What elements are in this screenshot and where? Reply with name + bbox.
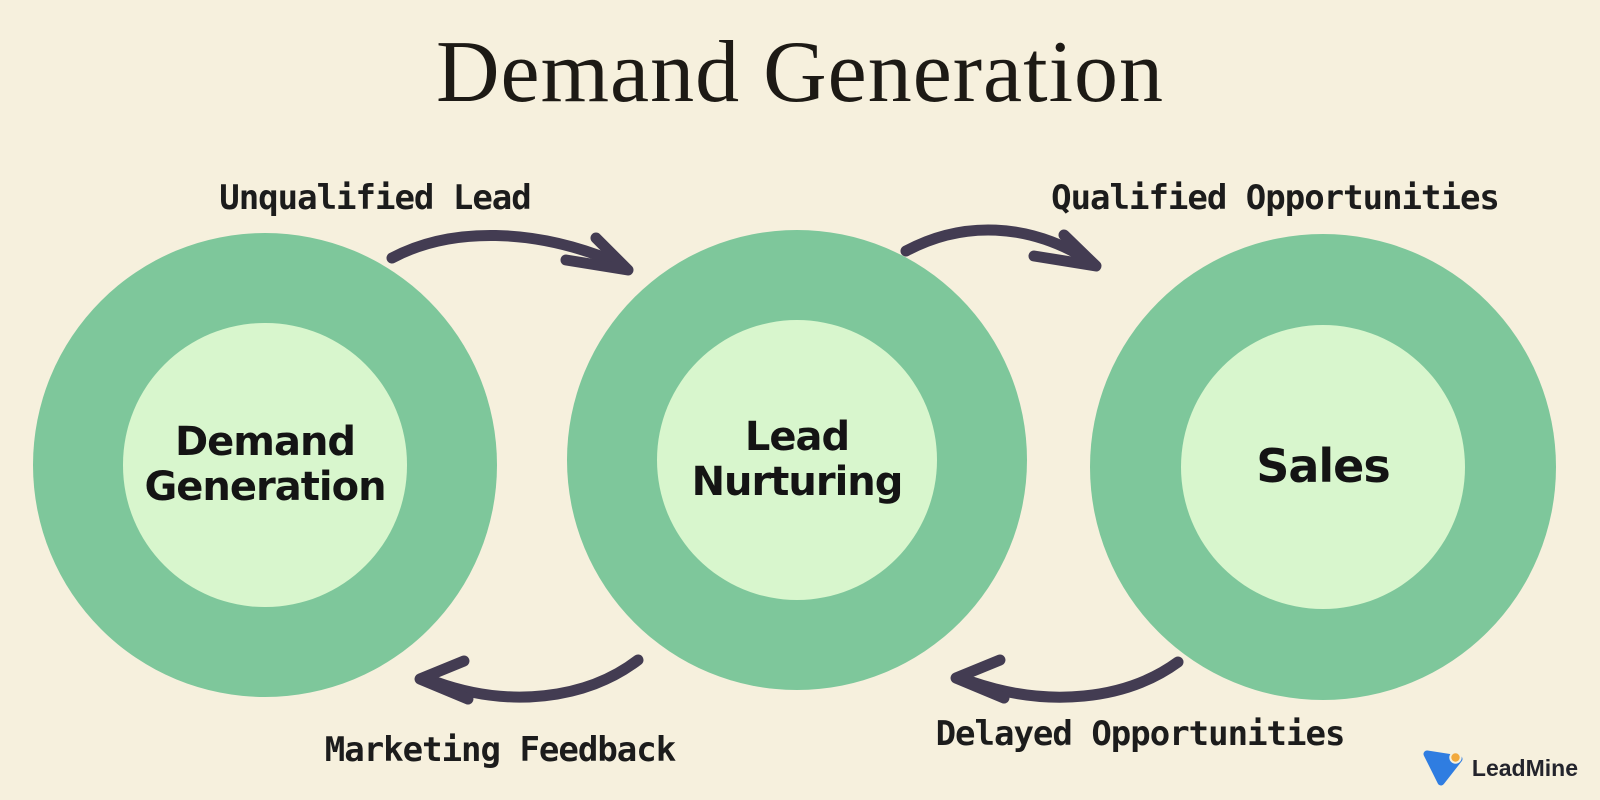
stage-circle-lead-nurturing: Lead Nurturing (567, 230, 1027, 690)
arrow-delayed-opportunities-icon (950, 654, 1184, 704)
flow-label-qualified-opportunities: Qualified Opportunities (1051, 178, 1500, 218)
stage-inner-circle: Demand Generation (123, 323, 407, 607)
stage-label: Demand Generation (144, 419, 386, 510)
brand-logo: LeadMine (1422, 750, 1578, 786)
stage-circle-demand-generation: Demand Generation (33, 233, 497, 697)
arrow-unqualified-lead-icon (386, 230, 634, 276)
stage-label: Lead Nurturing (691, 414, 904, 505)
stage-circle-sales: Sales (1090, 234, 1556, 700)
brand-name: LeadMine (1471, 754, 1578, 781)
arrow-marketing-feedback-icon (414, 654, 644, 705)
flow-label-marketing-feedback: Marketing Feedback (324, 730, 676, 770)
stage-inner-circle: Lead Nurturing (656, 319, 938, 601)
stage-inner-circle: Sales (1180, 324, 1466, 610)
arrow-qualified-opportunities-icon (900, 224, 1102, 272)
stage-label: Sales (1256, 439, 1391, 494)
flow-label-delayed-opportunities: Delayed Opportunities (935, 714, 1346, 754)
flow-label-unqualified-lead: Unqualified Lead (219, 178, 532, 218)
leadmine-logo-icon (1423, 750, 1463, 786)
page-title: Demand Generation (435, 24, 1165, 121)
